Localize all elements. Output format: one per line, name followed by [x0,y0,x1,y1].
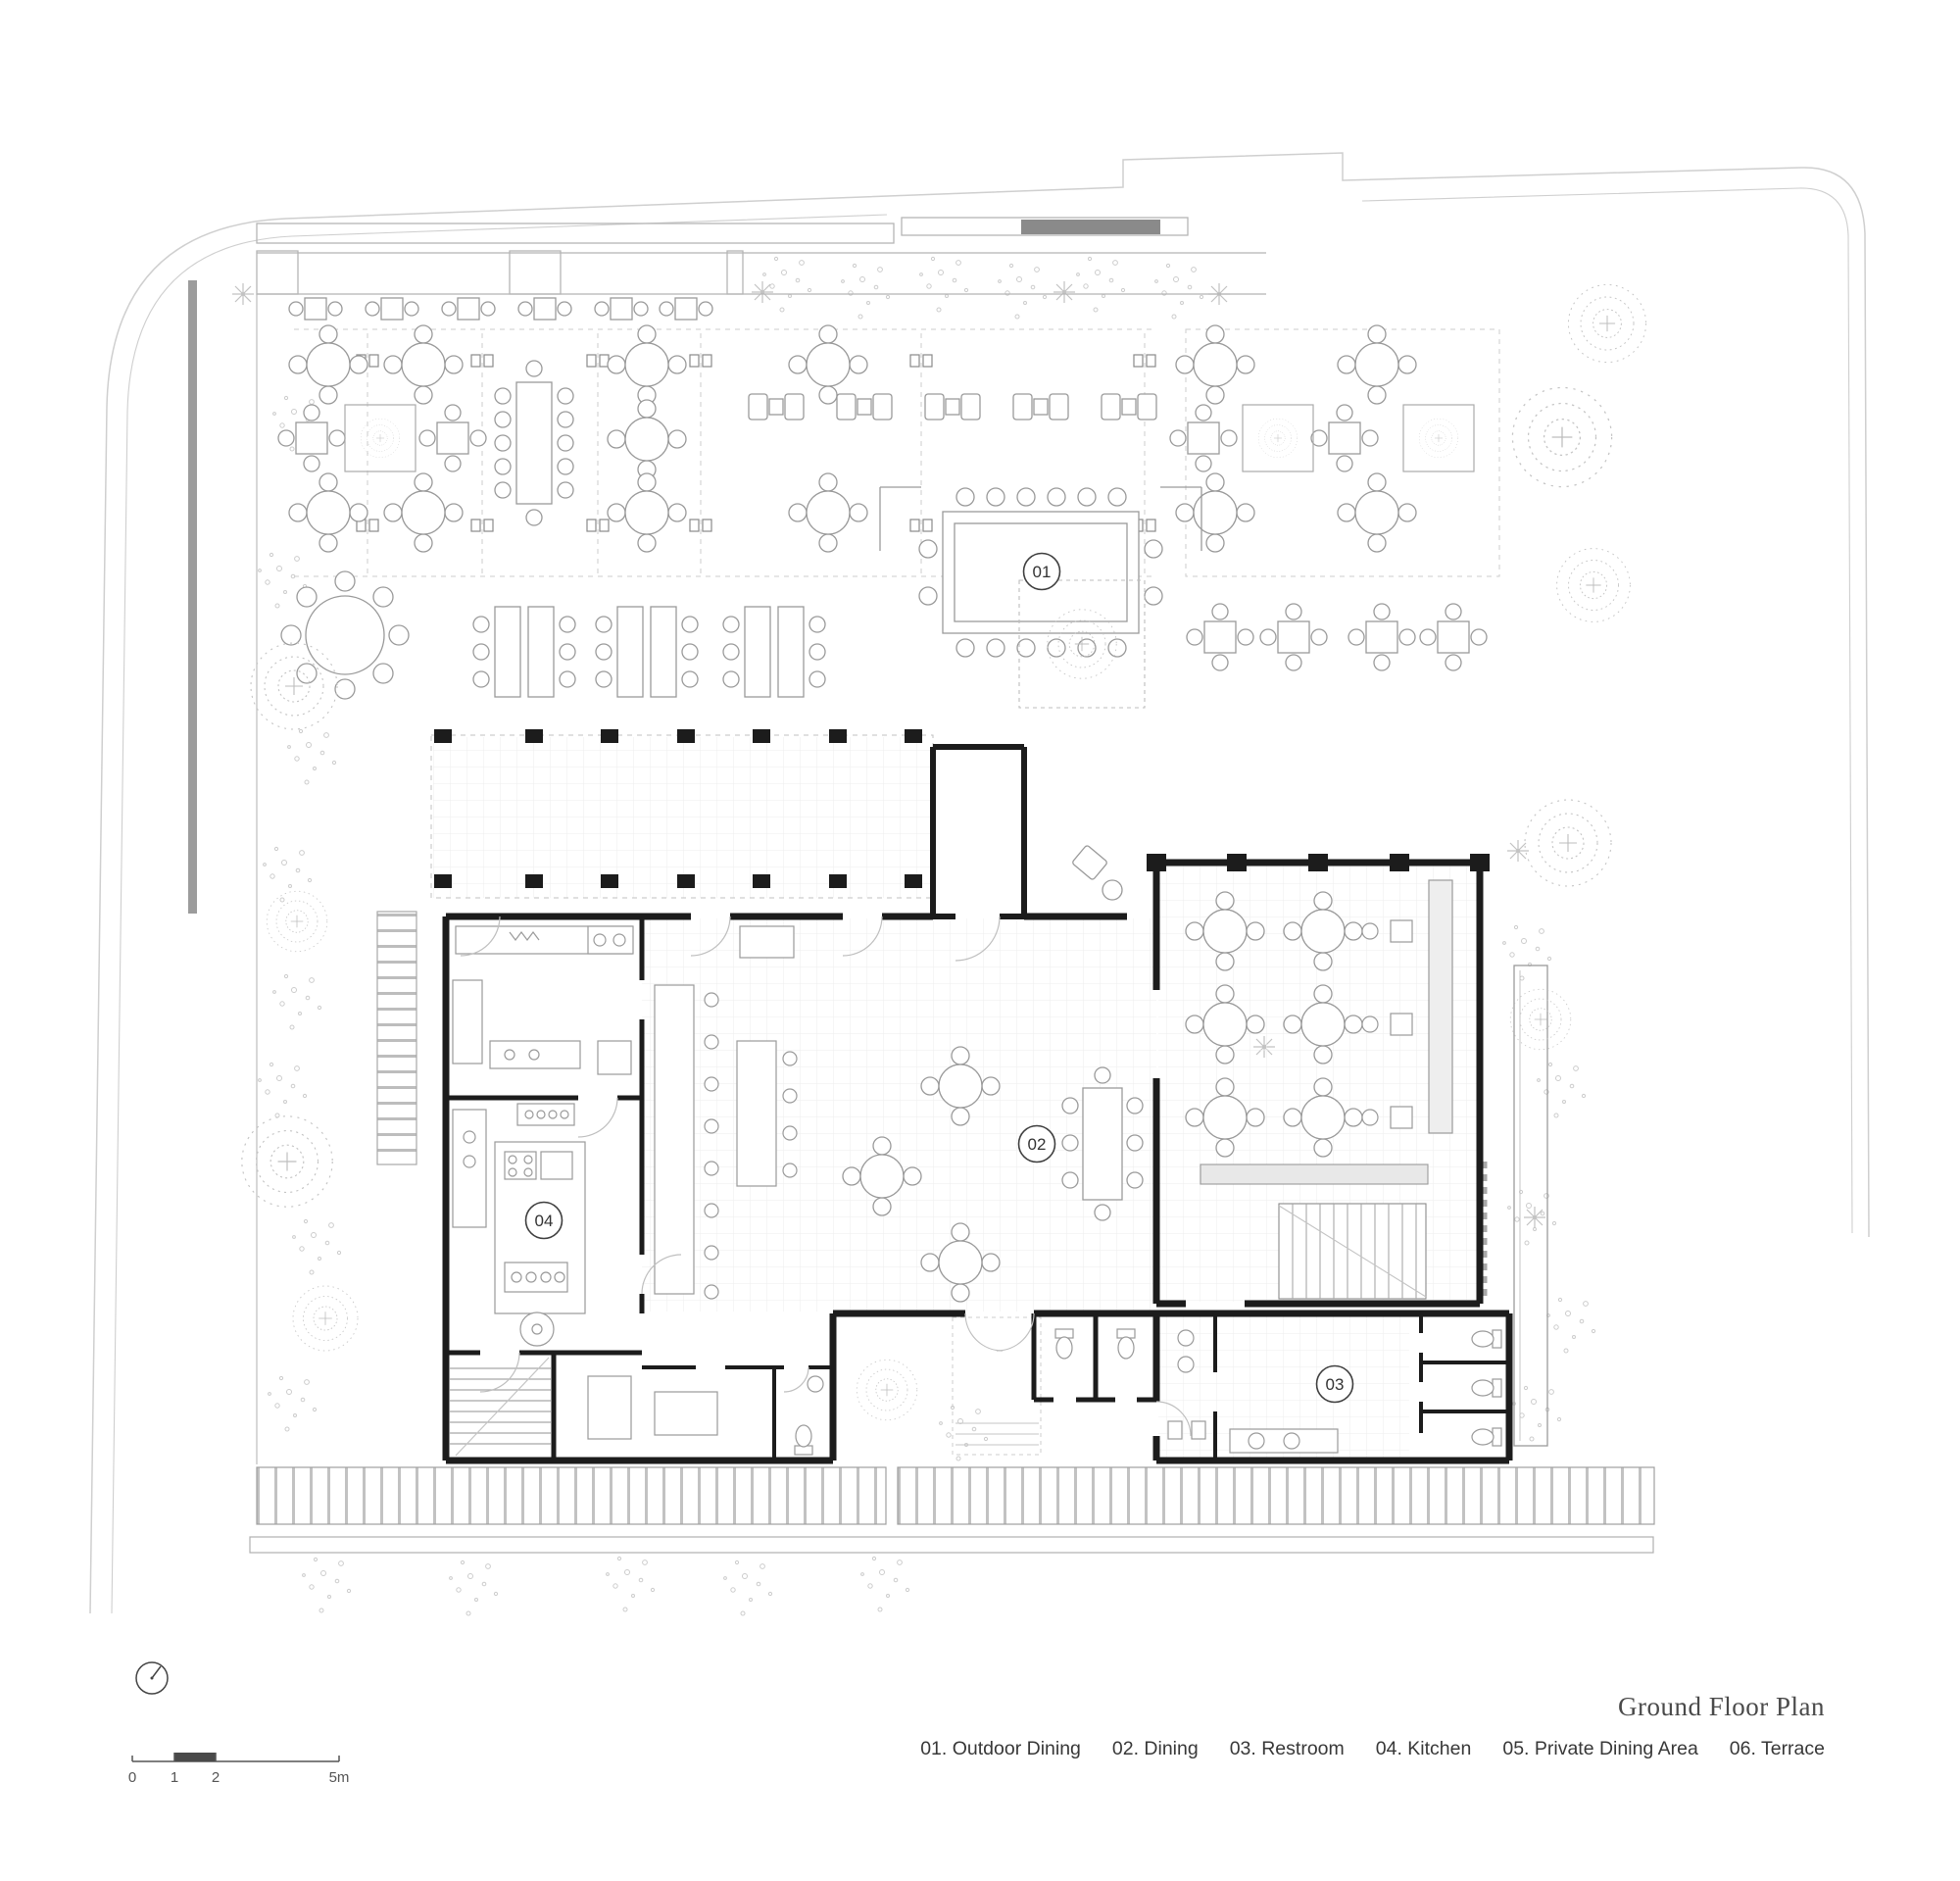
bar-counter [654,984,695,1295]
courtyard-seating [280,570,1488,901]
legend-item-private-dining: 05. Private Dining Area [1502,1738,1698,1759]
bar-area [654,925,798,1300]
roof-block [1021,220,1160,234]
legend-item-restroom: 03. Restroom [1229,1738,1345,1759]
scale-bar: 0 1 2 5m [128,1753,350,1786]
kitchen-area [450,925,824,1457]
round-table-8 [280,570,410,700]
room-marker-kitchen: 04 [524,1201,564,1240]
door-swings [460,916,1192,1437]
wall-columns [1147,854,1490,871]
right-dining-area [1185,879,1453,1300]
legend-item-kitchen: 04. Kitchen [1375,1738,1472,1759]
svg-text:02: 02 [1028,1135,1047,1154]
svg-text:01: 01 [1033,563,1052,581]
site-boundary [89,152,1870,1614]
plan-title: Ground Floor Plan [1618,1692,1825,1721]
top-terrace-band [256,217,1266,295]
svg-text:03: 03 [1326,1375,1345,1394]
room-marker-dining: 02 [1017,1124,1056,1163]
room-marker-restroom: 03 [1315,1364,1354,1404]
scale-tick-5m: 5m [329,1769,350,1786]
building-walls [442,744,1513,1464]
table-clusters [472,606,826,698]
restroom-area [1054,1328,1502,1454]
porch-columns [434,729,922,888]
outdoor-dining-area [277,297,1500,658]
banquette-bench [1428,879,1453,1134]
dining-area [842,1046,1144,1456]
legend-item-outdoor-dining: 01. Outdoor Dining [920,1738,1081,1759]
porch-colonnade [430,729,934,899]
side-planter [1513,965,1548,1447]
room-markers: 01 02 03 04 [524,552,1354,1404]
scale-tick-0: 0 [128,1769,136,1786]
room-marker-outdoor-dining: 01 [1022,552,1061,591]
legend-item-terrace: 06. Terrace [1729,1738,1825,1759]
stairs-right [1278,1203,1427,1300]
plan-legend: 01. Outdoor Dining 02. Dining 03. Restro… [920,1738,1825,1760]
dining-rect-table [1061,1066,1144,1221]
scale-tick-2: 2 [212,1769,220,1786]
fence-bar [188,280,197,914]
north-indicator [135,1661,169,1695]
scale-tick-1: 1 [171,1769,178,1786]
garden-ground [188,256,1596,1616]
svg-text:04: 04 [535,1212,554,1230]
stairs-left [450,1357,551,1457]
title-block: Ground Floor Plan 01. Outdoor Dining 02.… [920,1692,1825,1760]
legend-item-dining: 02. Dining [1111,1738,1199,1759]
